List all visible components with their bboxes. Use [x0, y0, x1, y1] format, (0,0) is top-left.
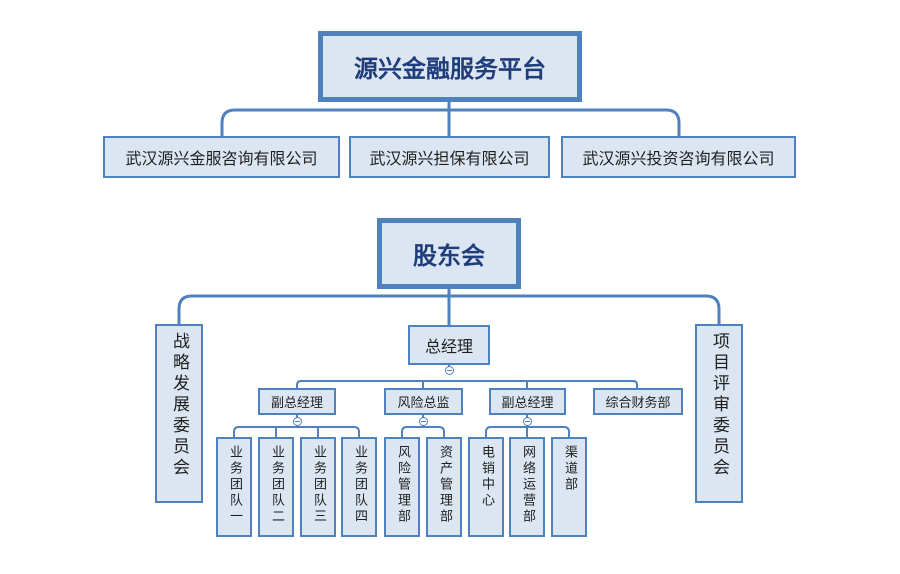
risk-director-label: 风险总监	[397, 396, 450, 411]
platform-title-box: 源兴金融服务平台	[318, 31, 582, 102]
deputy2-unit-label-2: 网络运营部	[520, 445, 535, 525]
strategy-committee-label: 战略发展委员会	[169, 332, 189, 479]
team-box-3: 业务团队三	[300, 437, 336, 537]
deputy2-unit-box-2: 网络运营部	[509, 437, 545, 537]
company-name-3: 武汉源兴投资咨询有限公司	[582, 149, 775, 168]
deputy2-unit-box-1: 电销中心	[468, 437, 504, 537]
collapse-toggle-deputy-gm-1[interactable]	[293, 417, 302, 426]
connector-gm-to-level2	[296, 364, 638, 388]
deputy2-unit-label-3: 渠道部	[562, 445, 577, 493]
deputy-gm-1-label: 副总经理	[270, 396, 323, 411]
deputy2-unit-box-3: 渠道部	[551, 437, 587, 537]
deputy2-unit-label-1: 电销中心	[479, 445, 494, 509]
connector-platform-to-companies	[220, 102, 681, 136]
deputy-gm-1-box: 副总经理	[258, 388, 336, 415]
shareholders-label: 股东会	[413, 242, 485, 270]
project-committee-box: 项目评审委员会	[695, 324, 743, 503]
team-box-1: 业务团队一	[216, 437, 252, 537]
team-box-2: 业务团队二	[258, 437, 294, 537]
collapse-toggle-gm[interactable]	[445, 366, 454, 375]
team-box-4: 业务团队四	[341, 437, 377, 537]
finance-box: 综合财务部	[593, 388, 683, 415]
collapse-toggle-deputy-gm-2[interactable]	[523, 417, 532, 426]
deputy-gm-2-box: 副总经理	[489, 388, 566, 415]
team-label-3: 业务团队三	[311, 445, 326, 525]
team-label-1: 业务团队一	[227, 445, 242, 525]
company-name-1: 武汉源兴金服咨询有限公司	[125, 149, 318, 168]
company-name-2: 武汉源兴担保有限公司	[369, 149, 530, 168]
team-label-4: 业务团队四	[352, 445, 367, 525]
strategy-committee-box: 战略发展委员会	[155, 324, 203, 503]
shareholders-box: 股东会	[377, 218, 521, 289]
company-box-1: 武汉源兴金服咨询有限公司	[103, 136, 340, 178]
risk-director-box: 风险总监	[384, 388, 463, 415]
finance-label: 综合财务部	[605, 396, 671, 411]
team-label-2: 业务团队二	[269, 445, 284, 525]
risk-unit-label-1: 风险管理部	[395, 445, 410, 525]
gm-box: 总经理	[408, 325, 490, 365]
connector-shareholders	[177, 288, 721, 325]
company-box-2: 武汉源兴担保有限公司	[349, 136, 550, 178]
project-committee-label: 项目评审委员会	[709, 332, 729, 479]
risk-unit-label-2: 资产管理部	[437, 445, 452, 525]
risk-unit-box-1: 风险管理部	[384, 437, 420, 537]
risk-unit-box-2: 资产管理部	[426, 437, 462, 537]
deputy-gm-2-label: 副总经理	[501, 396, 554, 411]
platform-title: 源兴金融服务平台	[354, 55, 546, 83]
company-box-3: 武汉源兴投资咨询有限公司	[561, 136, 796, 178]
gm-label: 总经理	[424, 337, 473, 356]
collapse-toggle-risk-director[interactable]	[419, 417, 428, 426]
